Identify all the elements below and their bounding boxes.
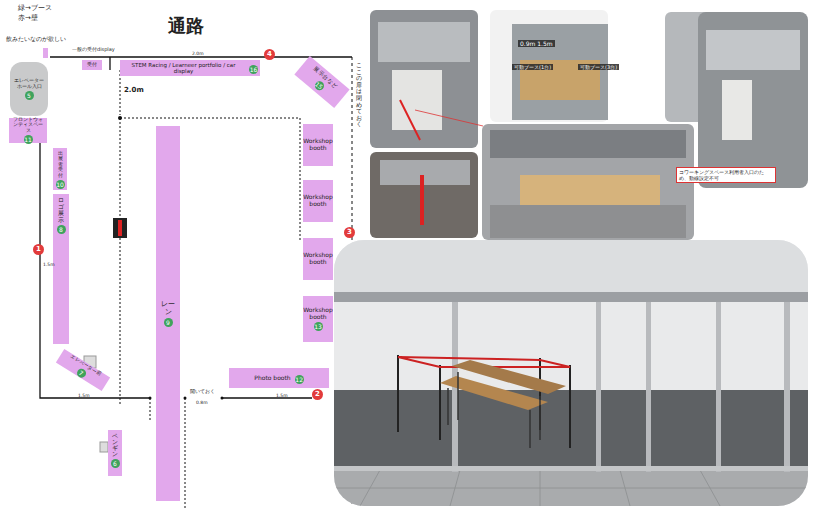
- booth-label: ロゴ展示: [58, 197, 64, 223]
- booth-box: Workshop booth: [303, 180, 333, 222]
- callout-number: 12: [295, 375, 304, 384]
- booth-box: エレベーター前7: [56, 349, 110, 391]
- note-label: 2.0m: [124, 86, 144, 94]
- note-label: 1.5m: [78, 393, 90, 398]
- booth-box: フロントウォンティスペース 11: [9, 118, 47, 143]
- note-label: 通路: [168, 14, 204, 38]
- callout-number: 13: [314, 322, 323, 331]
- booth-label: Workshop booth: [303, 194, 333, 208]
- note-label: 緑→ブース: [18, 3, 52, 13]
- callout-number: 1: [33, 244, 44, 255]
- door-note: ここの扉は閉めておく: [356, 62, 362, 128]
- note-label: 一般の受付display: [72, 46, 115, 52]
- booth-label: STEM Racing / Learneer portfolio / car d…: [122, 62, 245, 75]
- callout-number: 3: [344, 227, 355, 238]
- note-label: 可動ブース(1台): [512, 64, 553, 70]
- booth-label: ペンギン: [112, 433, 118, 457]
- booth-label: Workshop booth: [303, 138, 333, 152]
- booth-box: 展示台など15: [294, 56, 349, 108]
- note-label: 開いておく: [190, 388, 215, 394]
- booth-label: フロントウォンティスペース: [11, 117, 45, 133]
- callout-number: 10: [56, 180, 65, 189]
- note-label: 1.5m: [276, 393, 288, 398]
- callout-number: 11: [24, 135, 33, 144]
- booth-box: ロゴ展示 8: [53, 194, 69, 344]
- note-label: 1.5m: [43, 262, 55, 267]
- callout-number: 5: [25, 91, 34, 100]
- booth-label: 受付: [87, 62, 97, 68]
- booth-box: レーン 9: [156, 126, 180, 501]
- callout-number: 2: [312, 389, 323, 400]
- note-label: 0.8m: [196, 400, 208, 405]
- booth-label: レーン: [158, 300, 178, 316]
- booth-label: エレベーターホール入口: [12, 78, 46, 90]
- callout-number: 16: [249, 65, 258, 74]
- booth-label: 出展者受付: [58, 151, 63, 178]
- callout-number: 4: [264, 49, 275, 60]
- booth-box: STEM Racing / Learneer portfolio / car d…: [120, 60, 260, 76]
- note-label: 飲みたいなのが欲しい: [6, 36, 66, 43]
- booth-box: 受付: [82, 60, 102, 70]
- booth-box: Workshop booth: [303, 238, 333, 280]
- note-label: 赤→壁: [18, 13, 38, 23]
- booth-label: Workshop booth: [303, 252, 333, 266]
- note-label: 0.9m 1.5m: [518, 40, 555, 47]
- booth-box: Workshop booth13: [303, 296, 333, 342]
- booth-label: Photo booth: [254, 375, 290, 382]
- booth-box: 出展者受付 10: [53, 148, 67, 190]
- hall-area: エレベーターホール入口5: [10, 62, 48, 116]
- booth-box: ペンギン 6: [108, 430, 122, 476]
- booth-box: Photo booth 12: [229, 368, 329, 388]
- callout-number: 6: [111, 459, 120, 468]
- note-label: 2.0m: [192, 51, 204, 56]
- callout-number: 8: [57, 225, 66, 234]
- booth-box: Workshop booth: [303, 124, 333, 166]
- booth-label: Workshop booth: [303, 307, 333, 321]
- note-label: 可動ブース(3台): [578, 64, 619, 70]
- callout-number: 9: [164, 318, 173, 327]
- note-label: コワーキングスペース利用者入口のため、動線設定不可: [676, 167, 776, 183]
